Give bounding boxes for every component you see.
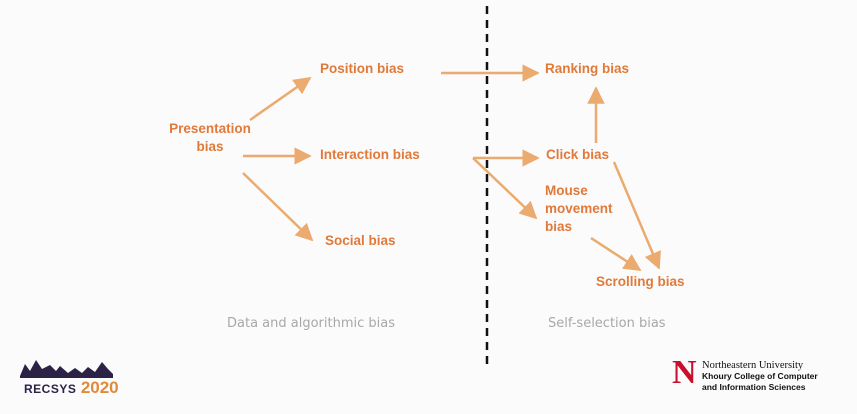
college-name-line1: Khoury College of Computer (702, 371, 818, 381)
node-mouse-movement-bias: Mouse movement bias (545, 183, 613, 234)
arrow-mouse-to-scrolling (590, 236, 642, 272)
node-click-bias: Click bias (546, 147, 610, 162)
section-label-self-selection: Self-selection bias (548, 316, 666, 331)
node-interaction-bias: Interaction bias (320, 147, 420, 162)
arrow-click-to-scrolling (612, 161, 661, 270)
node-ranking-bias: Ranking bias (545, 61, 630, 76)
northeastern-wordmark: Northeastern University Khoury College o… (702, 360, 818, 393)
recsys-wordmark: RECSYS 2020 (24, 378, 119, 398)
node-position-bias: Position bias (320, 61, 405, 76)
node-social-bias: Social bias (325, 233, 396, 248)
arrow-presentation-to-position (249, 76, 312, 122)
northeastern-n-logo: N (672, 354, 697, 391)
recsys-skyline-logo (20, 360, 113, 378)
section-label-data-algorithmic: Data and algorithmic bias (227, 316, 395, 331)
arrow-presentation-to-social (242, 172, 314, 242)
college-name-line2: and Information Sciences (702, 382, 806, 392)
recsys-name: RECSYS (24, 382, 77, 396)
recsys-year: 2020 (80, 378, 119, 397)
university-name: Northeastern University (702, 360, 804, 371)
node-presentation-bias: Presentation bias (169, 121, 251, 154)
arrow-interaction-to-mouse (472, 157, 538, 220)
node-scrolling-bias: Scrolling bias (596, 274, 685, 289)
